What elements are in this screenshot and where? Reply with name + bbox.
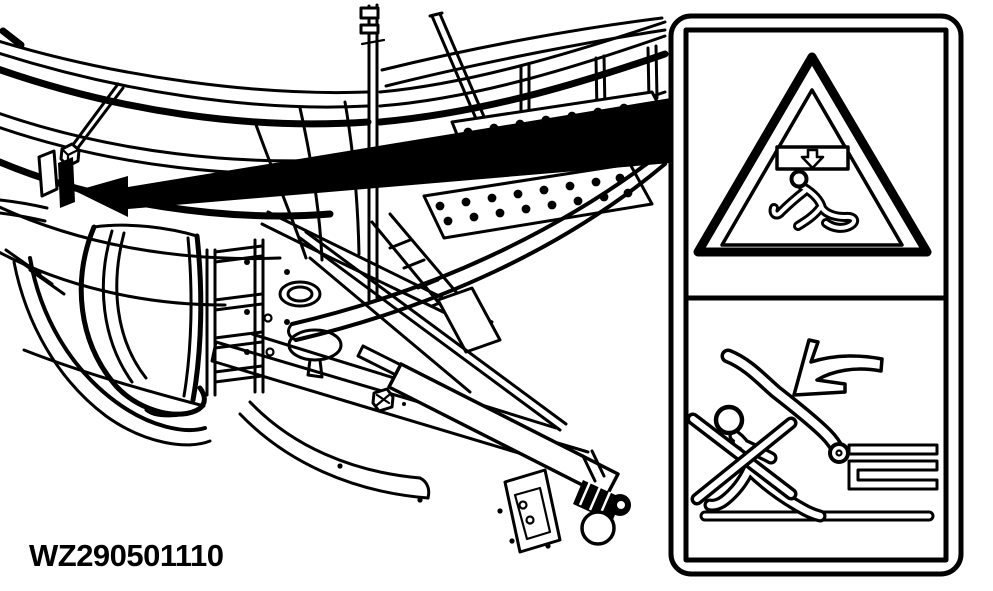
swinging-drawbar-pictogram (686, 338, 939, 523)
fender-and-tire (12, 223, 212, 447)
decal-outline (37, 149, 59, 198)
warning-triangle-icon (693, 52, 932, 257)
pivot-point (828, 442, 850, 464)
prohibition-x-icon (686, 412, 798, 506)
figure-code: WZ290501110 (29, 538, 224, 573)
swinging-drawbar-arm (720, 348, 847, 460)
callout-arrow (75, 98, 671, 217)
swing-direction-arrow-icon (792, 338, 884, 397)
perforated-step-lower (422, 162, 654, 240)
drawbar-assembly (210, 332, 631, 554)
person-head (713, 404, 745, 436)
person-head (789, 169, 809, 189)
crushed-person-figure (768, 169, 860, 233)
decal-on-machine (37, 82, 125, 208)
hitch-bracket-icon (847, 443, 939, 491)
decal-black (58, 157, 75, 208)
machine-line-art (0, 3, 674, 554)
safety-label-panel (668, 13, 964, 577)
crush-hazard-pictogram (693, 52, 932, 257)
access-ladder (370, 212, 502, 354)
down-arrow-icon (800, 148, 825, 170)
